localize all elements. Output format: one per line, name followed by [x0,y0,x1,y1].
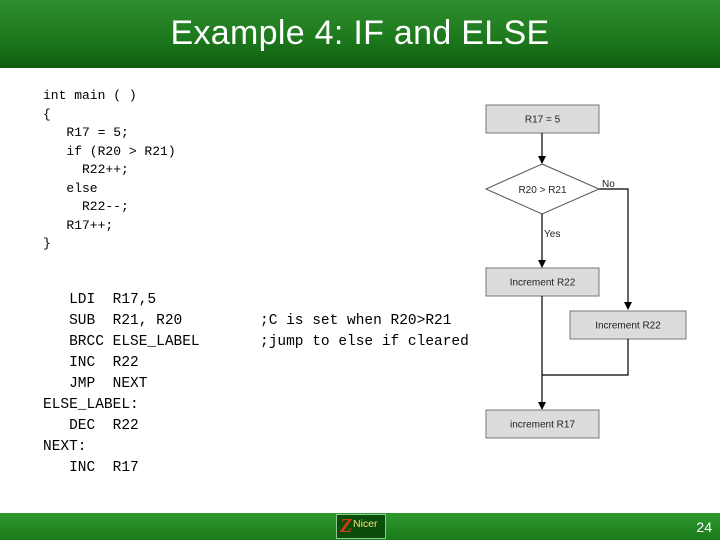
asm-label: NEXT: [43,439,87,455]
slide-title: Example 4: IF and ELSE [170,14,550,52]
asm-instruction: DEC R22 [43,418,139,434]
flow-no-label: No [602,179,615,190]
c-code-line: R22--; [43,199,129,214]
flow-no-box [569,310,687,340]
c-code-line: else [43,180,98,196]
asm-instruction: SUB R21, R20 [43,313,183,329]
asm-comment: ;C is set when R20>R21 [260,313,452,329]
asm-instruction: INC R17 [43,460,139,476]
footer-bar: Z Nicer 24 [0,513,720,540]
flow-no-merge-line [542,339,629,376]
flow-no-box-label: Increment R22 [595,321,661,332]
title-bar: Example 4: IF and ELSE [0,0,720,68]
asm-instruction: JMP NEXT [43,376,148,392]
c-code-line: int main ( ) [43,88,137,103]
c-code-line: R17++; [43,217,114,233]
page-number: 24 [696,519,712,535]
flow-end-box [485,409,600,439]
flow-start-label: R17 = 5 [525,115,561,126]
flow-no-branch-line [599,188,632,310]
logo-text: Nicer [353,518,378,530]
asm-instruction: BRCC ELSE_LABEL [43,334,200,350]
c-code-line: { [43,106,51,122]
flow-end-box-label: increment R17 [510,420,575,431]
c-code-line: } [43,236,51,251]
asm-label: ELSE_LABEL: [43,397,139,413]
c-code-line: if (R20 > R21) [43,143,176,159]
flow-decision-label: R20 > R21 [518,185,567,196]
logo-z-icon: Z [340,515,353,537]
asm-instruction: LDI R17,5 [43,292,157,308]
flow-yes-box-label: Increment R22 [510,278,576,289]
flow-yes-box [485,267,600,297]
asm-comment: ;jump to else if cleared [260,334,469,350]
flow-start-box [485,104,600,134]
flow-yes-label: Yes [544,229,560,240]
asm-instruction: INC R22 [43,355,139,371]
c-code-line: R17 = 5; [43,125,129,140]
nicer-logo: Z Nicer [336,514,386,539]
c-code-line: R22++; [43,162,129,177]
